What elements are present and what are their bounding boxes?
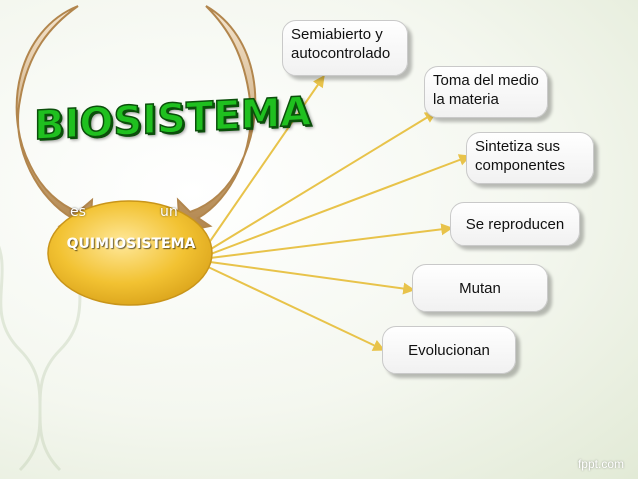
arrow-label-es: es <box>70 204 86 220</box>
property-box-toma-del-medio: Toma del medio la materia <box>424 66 548 118</box>
watermark: fppt.com <box>577 457 624 471</box>
property-box-evolucionan: Evolucionan <box>382 326 516 374</box>
property-box-mutan: Mutan <box>412 264 548 312</box>
property-box-sintetiza: Sintetiza sus componentes <box>466 132 594 184</box>
quimiosistema-ellipse <box>47 200 213 306</box>
connectors <box>203 75 472 351</box>
quimiosistema-label: QUIMIOSISTEMA <box>66 236 196 252</box>
property-box-se-reproducen: Se reproducen <box>450 202 580 246</box>
arrow-label-un: un <box>160 204 178 220</box>
property-box-semiabierto: Semiabierto y autocontrolado <box>282 20 408 76</box>
